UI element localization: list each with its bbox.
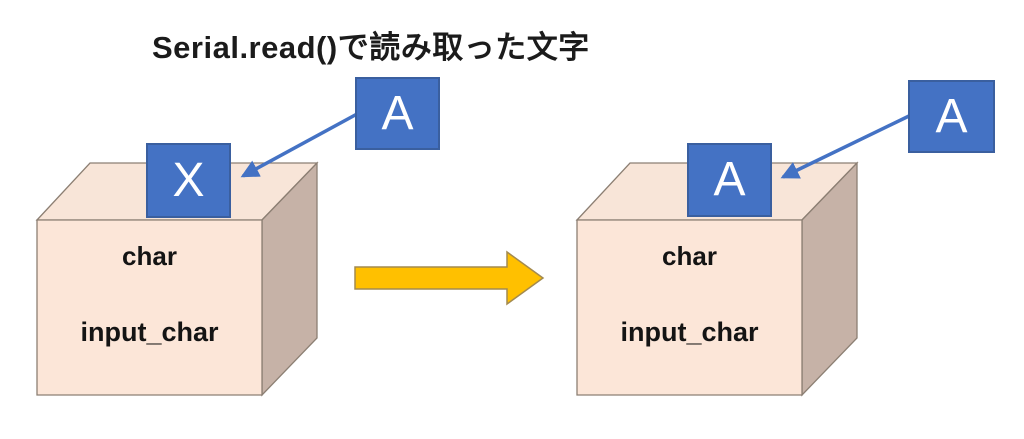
left-slot-char-square: X (146, 143, 231, 218)
left-incoming-char-label: A (381, 86, 414, 140)
left-box-variable-label: input_char (80, 317, 219, 347)
right-slot-char-square: A (687, 143, 772, 217)
right-connector-arrow (780, 114, 910, 179)
transform-arrow (354, 250, 545, 306)
left-box-type-label: char (122, 241, 177, 271)
right-box-type-label: char (662, 241, 717, 271)
right-incoming-char-square: A (908, 80, 995, 153)
left-slot-char-label: X (172, 153, 205, 207)
right-box-front-face (576, 219, 803, 396)
right-slot-char-label: A (713, 153, 746, 206)
left-connector-arrow (240, 112, 358, 178)
diagram-title: Serial.read()で読み取った文字 (152, 30, 590, 65)
right-box-variable-label: input_char (620, 317, 759, 347)
left-memory-box (35, 161, 319, 397)
left-box-front-face (36, 219, 263, 396)
left-incoming-char-square: A (355, 77, 440, 150)
right-incoming-char-label: A (935, 89, 968, 143)
